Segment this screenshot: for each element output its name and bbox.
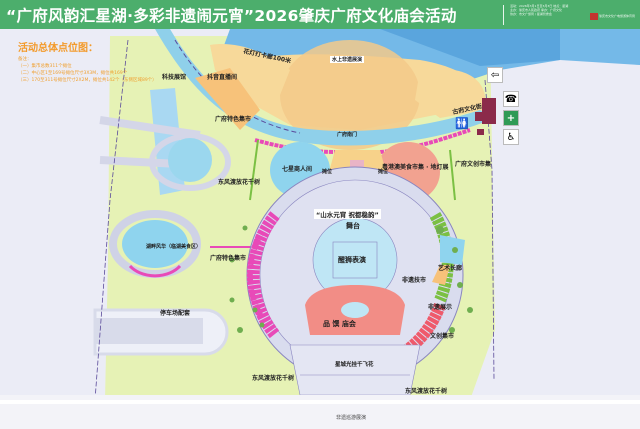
zone-tech-pavilion[interactable]: 科技展馆 <box>162 74 187 81</box>
zone-north-gate[interactable]: 广府南门 <box>337 132 358 138</box>
zone-side-market[interactable]: 广府特色集市 <box>210 255 247 262</box>
zone-heritage-show[interactable]: 非遗展示 <box>428 304 453 311</box>
map-base <box>0 29 640 429</box>
organizer-name: 肇庆市文化广电旅游体育局 <box>599 14 636 18</box>
zone-booth-left[interactable]: 摊位 <box>322 169 333 175</box>
zone-parking[interactable]: 停车场配套 <box>160 310 191 317</box>
main-stage[interactable]: 舞台 <box>346 222 360 230</box>
toilet-icon[interactable]: 🚻 <box>455 117 469 130</box>
south-parade-label: 非遗巡游展演 <box>336 415 367 421</box>
zone-water-show[interactable]: 水上非遗展演 <box>330 56 365 63</box>
zone-booth-right[interactable]: 摊位 <box>378 169 389 175</box>
zone-pinwei-temple-fair[interactable]: 品 馔 庙会 <box>323 320 356 328</box>
zone-guangfu-culture-market[interactable]: 广府文创市集 <box>455 161 492 168</box>
legend-note-2: （二）中心区1至169号摊位尺寸3X3M，摊位共169个 <box>18 71 128 76</box>
legend-note-3: （三）170至311号摊位尺寸2X2M，摊位共142个（东侧区域89个） <box>18 78 157 83</box>
zone-lakeside-tree-left[interactable]: 东风渡放花千树 <box>252 375 295 382</box>
header-divider <box>503 5 504 25</box>
first-aid-icon[interactable]: + <box>503 110 519 126</box>
service-icon[interactable]: ☎ <box>503 91 519 107</box>
zone-douyin-live[interactable]: 抖音直播间 <box>207 74 238 81</box>
event-title: “广府风韵汇星湖·多彩非遗闹元宵”2026肇庆广府文化庙会活动 <box>6 6 457 25</box>
zone-lakeside-tree-right[interactable]: 东风渡放花千树 <box>405 388 448 395</box>
legend-title: 活动总体点位图： <box>18 43 98 54</box>
event-map: 活动总体点位图： 备注： （一）集市总数311个摊位 （二）中心区1至169号摊… <box>0 29 640 429</box>
main-stage-title[interactable]: “山水元宵 祝都稳韵” <box>314 209 381 219</box>
accessible-toilet-icon[interactable]: ♿ <box>503 129 519 145</box>
zone-arts-gallery[interactable]: 艺术长廊 <box>438 265 463 272</box>
exit-icon[interactable]: ⇦ <box>487 67 503 83</box>
zone-food-lantern[interactable]: 粤港澳美食市集 · 地灯展 <box>382 164 449 171</box>
zone-lakeside-dining[interactable]: 湖畔风华（临湖美食区） <box>146 244 202 250</box>
organizer-logo-icon <box>590 13 598 20</box>
zone-cantonese-market-top[interactable]: 广府特色集市 <box>215 116 252 123</box>
zone-creative-fair[interactable]: 文创集市 <box>430 333 455 340</box>
zone-heritage-market[interactable]: 非遗技市 <box>402 277 427 284</box>
zone-star-city-lights[interactable]: 星城光挂千飞花 <box>335 362 374 368</box>
legend-note-1: （一）集市总数311个摊位 <box>18 64 72 69</box>
title-banner: “广府风韵汇星湖·多彩非遗闹元宵”2026肇庆广府文化庙会活动 活动：2026年… <box>0 0 640 29</box>
zone-lakeside-tree-left-top[interactable]: 东风渡放花千树 <box>218 179 261 186</box>
legend-notes-label: 备注： <box>18 57 32 62</box>
zone-qixing-square[interactable]: 七星商人间 <box>282 166 313 173</box>
zone-center-performance[interactable]: 醒狮表演 <box>338 256 366 264</box>
event-info: 活动：2026年3月1日至3月3日 地点：星湖 主办：肇庆市人民政府 承办：广府… <box>510 4 569 17</box>
